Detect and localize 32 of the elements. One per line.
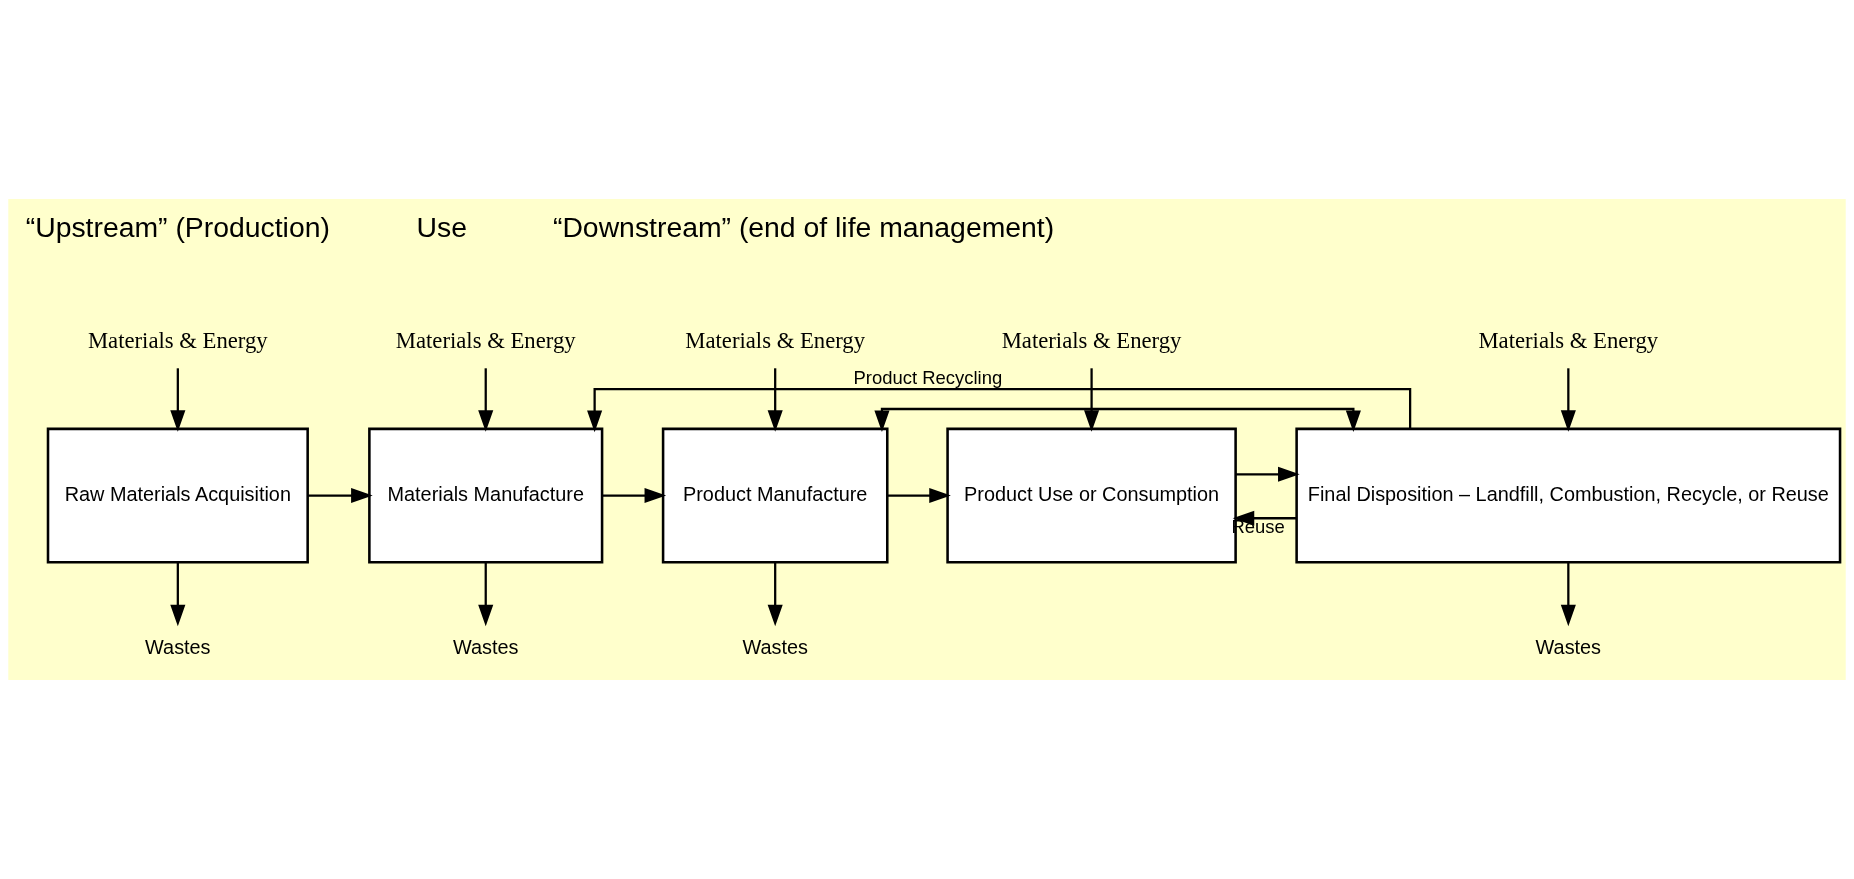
node-box: Raw Materials Acquisition — [46, 427, 309, 564]
arrow — [587, 388, 1412, 433]
arrow — [887, 488, 951, 504]
arrow — [767, 562, 783, 627]
arrow — [478, 368, 494, 432]
arrow — [1235, 466, 1300, 482]
node-text: Materials & Energy — [87, 327, 268, 353]
node-text: Materials & Energy — [1001, 327, 1182, 353]
arrow — [1084, 368, 1100, 432]
node-text: Materials & Energy — [685, 327, 866, 353]
arrow — [307, 488, 373, 504]
arrow — [170, 368, 186, 432]
label: “Downstream” (end of life management) — [552, 211, 1055, 244]
node-box: Final Disposition – Landfill, Combustion, Recycle, or Reuse — [1295, 427, 1842, 564]
node-box: Materials Manufacture — [368, 427, 604, 564]
node-box: Product Manufacture — [661, 427, 889, 564]
node-text: Wastes — [1535, 636, 1602, 659]
arrow — [874, 407, 1361, 433]
node-text: Wastes — [145, 636, 211, 659]
arrow — [170, 562, 186, 627]
node-text: Materials & Energy — [1478, 327, 1659, 353]
edge-label: Product Recycling — [853, 367, 1003, 389]
arrow — [602, 488, 667, 504]
label: Use — [416, 211, 467, 244]
arrow — [767, 368, 783, 432]
node-text: Wastes — [742, 636, 808, 659]
arrow — [1560, 562, 1576, 627]
arrow — [1560, 368, 1576, 432]
arrow — [478, 562, 494, 627]
label: “Upstream” (Production) — [25, 211, 330, 244]
node-text: Materials & Energy — [395, 327, 576, 353]
node-text: Wastes — [452, 636, 519, 659]
